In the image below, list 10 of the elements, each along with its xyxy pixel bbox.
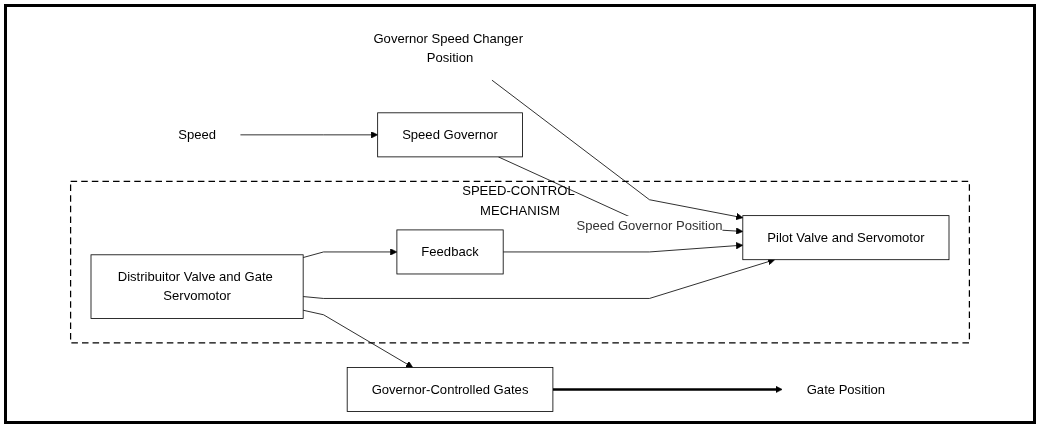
arrow bbox=[552, 385, 783, 394]
node-box: Governor-Controlled Gates bbox=[346, 367, 554, 412]
node-box: Speed Governor bbox=[377, 112, 523, 158]
node-text: Governor Speed Changer Position bbox=[373, 31, 523, 65]
node-box: Distribuitor Valve and Gate Servomotor bbox=[90, 254, 304, 319]
edge-label: Speed Governor Position bbox=[576, 218, 723, 233]
node-text: Gate Position bbox=[806, 382, 886, 396]
node-text: Speed bbox=[178, 127, 216, 142]
node-box: Feedback bbox=[396, 229, 504, 275]
node-box: Pilot Valve and Servomotor bbox=[742, 215, 950, 261]
